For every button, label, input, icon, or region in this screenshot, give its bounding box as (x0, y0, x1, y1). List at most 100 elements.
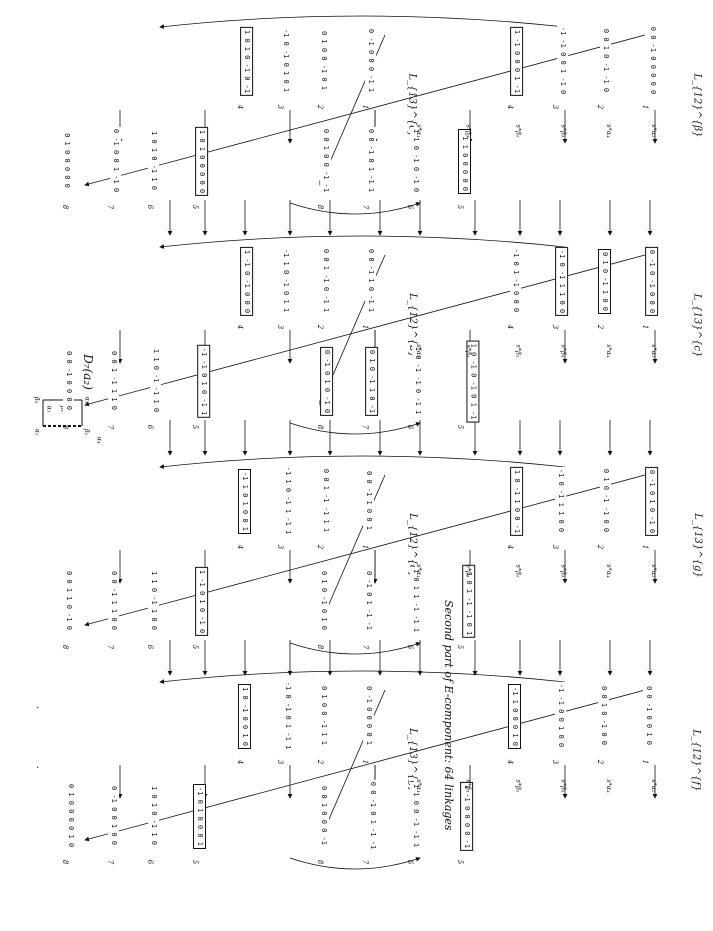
vector-index: 6 (146, 424, 155, 430)
weight-vector: -1 0 -1 0 1 -1 1 (282, 679, 294, 752)
weight-vector: 0 0 -1 0 1 -1 1 (365, 126, 377, 195)
vector-index: 7 (361, 644, 370, 650)
reflection-label: s*β₂ (514, 779, 523, 793)
reflection-label: s*α₄ (604, 124, 613, 138)
reflection-label: s*α₁ (414, 779, 423, 793)
vector-index: 7 (361, 204, 370, 210)
weight-vector: -1 1 0 1 0 0 1 (238, 468, 252, 535)
vector-index: 1 (641, 324, 650, 330)
reflection-label: s*α₁ (414, 564, 423, 578)
weight-vector: 1 0 1 0 0 0 0 0 (195, 126, 209, 197)
weight-vector: 0 1 0 0 -1 0 1 (318, 28, 330, 93)
vector-index: 2 (596, 759, 605, 765)
vector-index: 3 (276, 759, 285, 765)
vector-index: 4 (506, 759, 515, 765)
dynkin-node-alpha4: α₄ (95, 436, 104, 444)
vector-index: 4 (506, 104, 515, 110)
vector-index: 5 (456, 859, 465, 865)
vector-index: 3 (551, 324, 560, 330)
vector-index: 6 (406, 424, 415, 430)
weight-vector: 0 0 1 -1 1 1 0 (108, 348, 120, 413)
weight-vector: -1 0 1 0 0 0 1 (193, 783, 207, 850)
vector-index: 3 (276, 324, 285, 330)
weight-vector: -1 0 -1 1 1 0 0 (555, 466, 567, 535)
reflection-label: s*β₃ (464, 779, 473, 793)
weight-vector: 0 1 0 -1 0 1 0 (318, 568, 330, 633)
vector-index: 1 (641, 104, 650, 110)
vector-index: 1 (361, 104, 370, 110)
linkage-curve (159, 235, 566, 249)
weight-vector: 1 0 -1 1 0 0 -1 (510, 466, 524, 537)
weight-vector: 0 0 -1 1 0 -1 1 (365, 246, 377, 315)
vector-index: 3 (276, 104, 285, 110)
linkage-curve (289, 642, 421, 655)
dynkin-node-beta2: β₂ (83, 428, 92, 436)
weight-vector: -1 0 -1 1 1 0 0 (555, 246, 569, 317)
panel-label: L_{12}^{β} (691, 73, 703, 138)
dynkin-node-alpha3: α₃ (83, 396, 92, 404)
vector-index: 4 (236, 759, 245, 765)
linkage-curve (159, 670, 566, 684)
vector-index: 6 (146, 644, 155, 650)
vector-index: 5 (191, 204, 200, 210)
vector-index: 8 (61, 859, 70, 865)
vector-index: 5 (456, 204, 465, 210)
vector-index: 8 (316, 424, 325, 430)
vector-index: 3 (276, 544, 285, 550)
reflection-label: s*α₄ (604, 779, 613, 793)
panel-label: L_{13}^{g} (691, 513, 703, 578)
weight-vector: 1 0 1 0 -1 0 -1 (240, 26, 254, 97)
weight-vector: 0 0 -1 0 0 0 0 0 (647, 24, 659, 97)
vector-index: 6 (406, 859, 415, 865)
weight-vector: 1 -1 0 1 0 -1 0 (195, 566, 209, 637)
linkage-arrow (84, 689, 646, 842)
weight-vector: 1 0 1 0 -1 1 0 (148, 128, 160, 193)
weight-vector: 0 0 1 0 -1 0 0 (598, 683, 610, 748)
panel-label: L_{12}^{f} (690, 729, 702, 792)
reflection-label: s*β₁ (559, 564, 568, 578)
vector-index: 5 (456, 644, 465, 650)
linkage-curve (289, 857, 421, 870)
dot-mark: . (36, 760, 40, 771)
reflection-label: s*β₁ (559, 779, 568, 793)
weight-vector: 1 -1 0 0 0 1 -1 (510, 26, 524, 97)
vector-index: 2 (316, 544, 325, 550)
weight-vector: 0 0 -1 0 0 0 0 (63, 348, 75, 413)
weight-vector: 1 1 0 -1 1 0 0 (148, 568, 160, 633)
reflection-label: s*α₂ (649, 779, 658, 793)
reflection-label: s*β₂ (514, 124, 523, 138)
vector-index: 8 (61, 204, 70, 210)
weight-vector: -1 -1 0 0 1 -1 0 (557, 24, 569, 97)
weight-vector: 0 1 0 -1 1 0 -1 (365, 346, 379, 417)
weight-vector: 0 0 1 -1 0 -1 1 (320, 246, 332, 315)
weight-vector: 1 -1 0 -1 0 0 0 (240, 246, 254, 317)
vector-index: 2 (316, 759, 325, 765)
weight-vector: 0 1 0 -1 -1 0 0 (600, 466, 612, 535)
vector-index: 5 (191, 424, 200, 430)
vector-index: 2 (596, 324, 605, 330)
vector-index: 6 (146, 204, 155, 210)
weight-vector: -1 0 -1 0 1 0 1 (280, 26, 292, 95)
vector-index: 3 (551, 759, 560, 765)
weight-vector: 0 0 -1 0 1 -1 -1 (367, 779, 379, 852)
dynkin-node-beta3: β₃ (33, 396, 42, 404)
reflection-label: s*β₃ (464, 564, 473, 578)
vector-index: 1 (641, 544, 650, 550)
reflection-label: s*α₂ (649, 124, 658, 138)
dot-mark: . (36, 700, 40, 711)
weight-vector: 0 0 1 -1 -1 1 1 (320, 466, 332, 535)
weight-vector: 0 0 1 0 -1 -1 0 (600, 26, 612, 95)
weight-vector: 0 -1 0 0 0 0 1 (363, 683, 375, 748)
vector-index: 2 (316, 324, 325, 330)
vector-index: 5 (191, 859, 200, 865)
reflection-label: s*α₂ (649, 344, 658, 358)
vector-index: 7 (106, 204, 115, 210)
reflection-label: s*β₁ (559, 124, 568, 138)
weight-vector: 0 -1 0 0 0 -1 1 (365, 26, 377, 95)
weight-vector: -1 -1 0 1 0 -1 1 (197, 344, 211, 419)
weight-vector: 1 1 0 -1 -1 1 0 (150, 346, 162, 415)
vector-index: 6 (406, 644, 415, 650)
weight-vector: 1 0 1 0 -1 1 0 (148, 783, 160, 848)
weight-vector: 0 0 1 0 0 0 -1 (318, 783, 330, 848)
